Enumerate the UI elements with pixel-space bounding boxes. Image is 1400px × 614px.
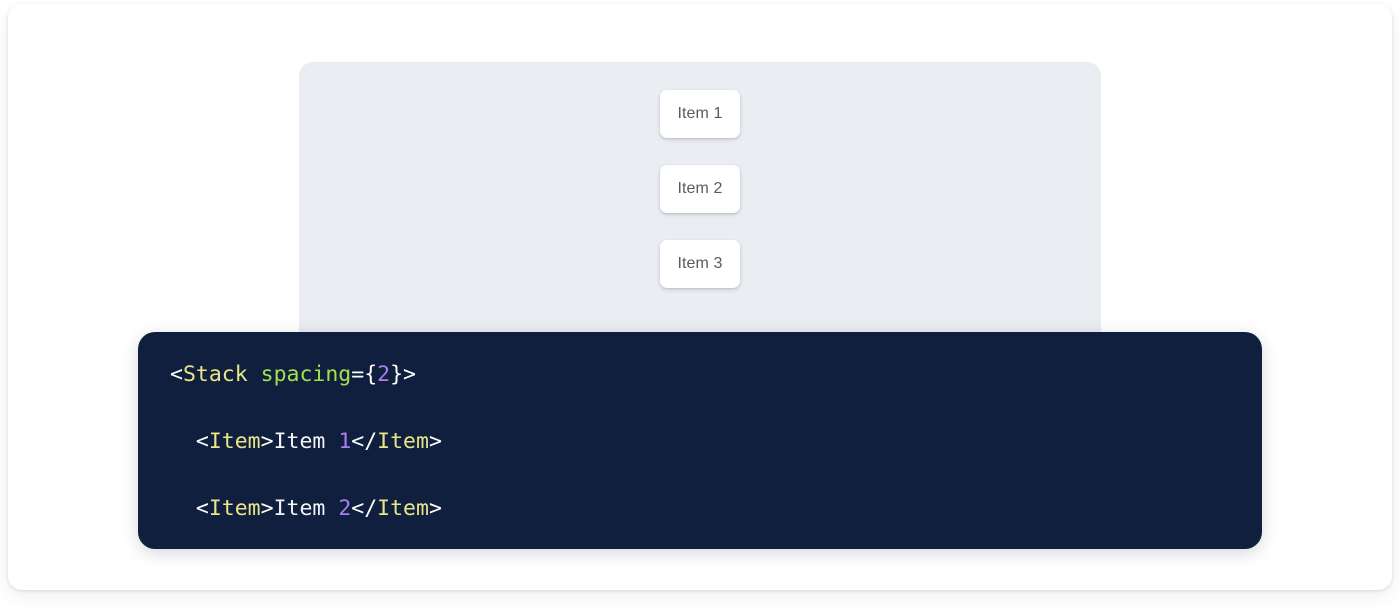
code-token: Item (377, 429, 429, 455)
code-token: Item (208, 429, 261, 455)
code-line: <Item>Item 2</Item> (170, 492, 442, 526)
code-token: Stack (182, 362, 248, 387)
code-token: 2 (338, 496, 352, 522)
code-line: <Item>Item 1</Item> (170, 425, 442, 459)
code-token: > (428, 429, 442, 455)
code-token: Item (377, 496, 429, 522)
code-line: <Stack spacing={2}> (170, 358, 442, 392)
code-token: 1 (338, 429, 352, 455)
code-token: < (170, 429, 209, 455)
code-token: Item (273, 429, 339, 455)
code-token: spacing (260, 362, 352, 387)
component-preview-panel: Item 1 Item 2 Item 3 (299, 62, 1101, 352)
app-window: Item 1 Item 2 Item 3 <Stack spacing={2}>… (8, 4, 1392, 590)
stack-item[interactable]: Item 2 (660, 165, 740, 213)
code-token: </ (351, 429, 378, 455)
code-token: Item (208, 496, 261, 522)
code-token: < (170, 496, 209, 522)
stack-item[interactable]: Item 1 (660, 90, 740, 138)
code-snippet-panel[interactable]: <Stack spacing={2}> <Item>Item 1</Item> … (138, 332, 1262, 549)
stack-container: Item 1 Item 2 Item 3 (299, 90, 1101, 288)
code-token (248, 362, 261, 387)
code-token: Item (273, 496, 339, 522)
code-token: > (428, 496, 442, 522)
code-token: > (260, 429, 274, 455)
stack-item[interactable]: Item 3 (660, 240, 740, 288)
code-token: }> (390, 362, 416, 387)
code-token: ={ (351, 362, 378, 387)
code-token: </ (351, 496, 378, 522)
code-token: > (260, 496, 274, 522)
code-text: <Stack spacing={2}> <Item>Item 1</Item> … (170, 358, 442, 549)
code-token: < (170, 362, 183, 387)
code-token: 2 (377, 362, 391, 387)
